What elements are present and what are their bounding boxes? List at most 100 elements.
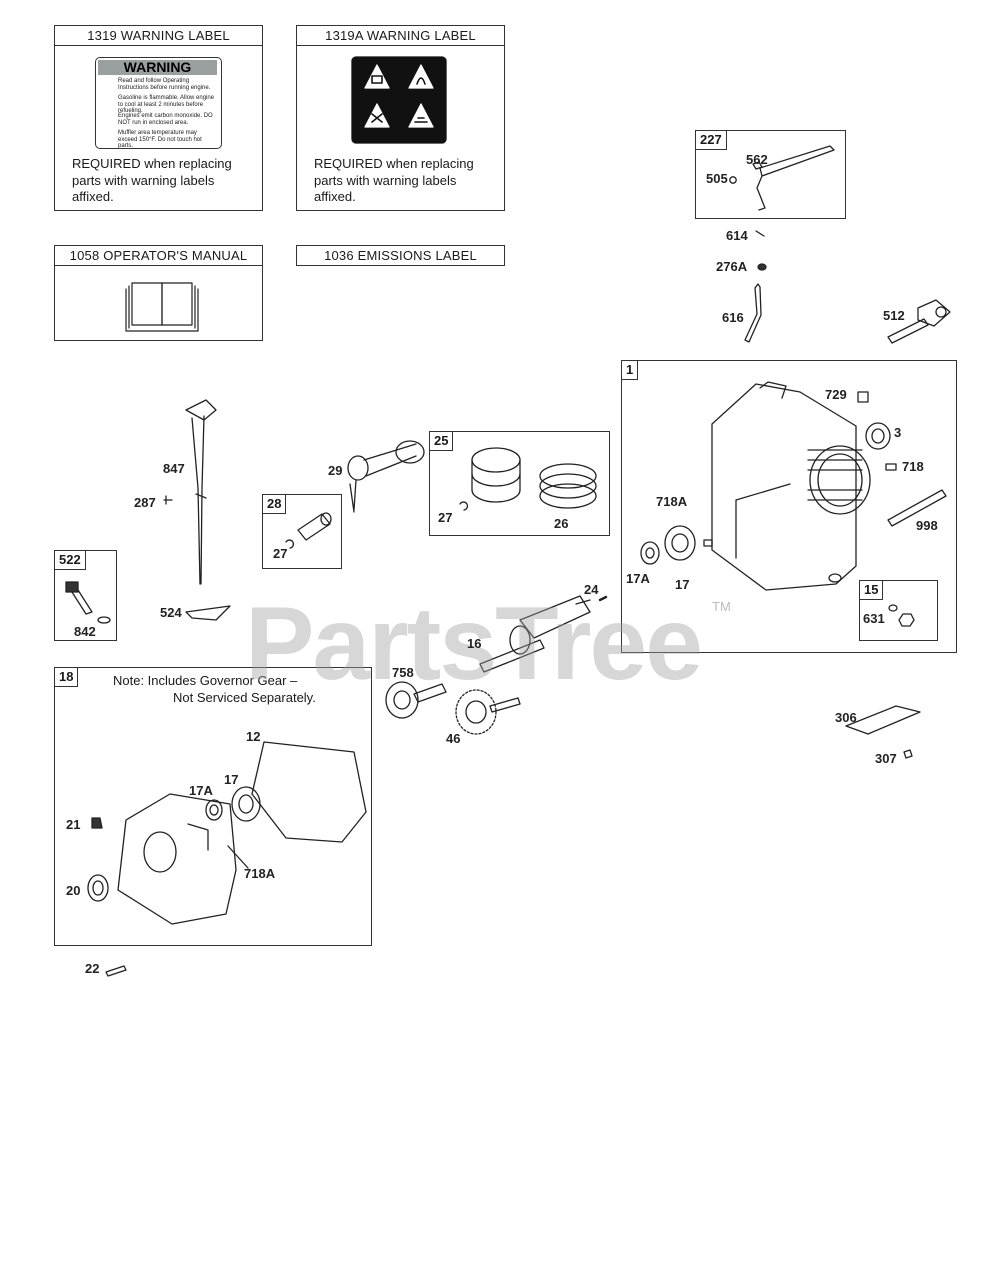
shaft-998-drawing xyxy=(887,489,947,527)
assembly-28-tag: 28 xyxy=(263,495,287,514)
part-718a-block-label: 718A xyxy=(656,494,688,509)
book-icon xyxy=(125,282,199,332)
part-24-label: 24 xyxy=(584,582,599,597)
assembly-522-tag: 522 xyxy=(55,551,86,570)
bolt-631-drawing xyxy=(888,604,915,627)
seal-17a-cover-drawing xyxy=(205,799,223,821)
dowel-718a-drawing xyxy=(703,539,713,547)
warning-line-2: Gasoline is flammable. Allow engine to c… xyxy=(118,95,215,114)
part-729-label: 729 xyxy=(825,387,847,402)
part-614-label: 614 xyxy=(726,228,748,243)
part-718-label: 718 xyxy=(902,459,924,474)
warning-line-1: Read and follow Operating Instructions b… xyxy=(118,78,211,91)
warning-label-1319a-title: 1319A WARNING LABEL xyxy=(297,26,504,46)
nut-276a-drawing xyxy=(757,263,767,271)
assembly-18-box: 18 Note: Includes Governor Gear – Not Se… xyxy=(54,667,372,946)
part-17a-cover-label: 17A xyxy=(189,783,213,798)
plug-21-drawing xyxy=(91,817,103,829)
dowel-718-drawing xyxy=(885,463,897,471)
assembly-1-tag: 1 xyxy=(622,361,639,380)
camshaft-drawing xyxy=(385,681,447,719)
part-17-cover-label: 17 xyxy=(224,772,239,787)
part-562-label: 562 xyxy=(746,152,768,167)
governor-lever-drawing xyxy=(729,145,835,211)
part-287-label: 287 xyxy=(134,495,156,510)
part-20-label: 20 xyxy=(66,883,81,898)
part-998-label: 998 xyxy=(916,518,938,533)
assembly-227-box: 227 xyxy=(695,130,846,219)
part-21-label: 21 xyxy=(66,817,81,832)
assembly-25-box: 25 xyxy=(429,431,610,536)
part-631-label: 631 xyxy=(863,611,885,626)
part-306-label: 306 xyxy=(835,710,857,725)
oring-842-drawing xyxy=(97,616,111,624)
assembly-28-box: 28 xyxy=(262,494,342,569)
assembly-1-box: 1 xyxy=(621,360,957,653)
warning-line-4: Muffler area temperature may exceed 150°… xyxy=(118,130,202,149)
operators-manual-1058-title: 1058 OPERATOR'S MANUAL xyxy=(55,246,262,266)
part-27-pin-label: 27 xyxy=(273,546,288,561)
part-524-label: 524 xyxy=(160,605,182,620)
part-12-label: 12 xyxy=(246,729,261,744)
warning-pictogram-label xyxy=(351,56,447,144)
part-842-label: 842 xyxy=(74,624,96,639)
part-758-label: 758 xyxy=(392,665,414,680)
screw-287-drawing xyxy=(163,495,173,505)
warning-label-1319-title: 1319 WARNING LABEL xyxy=(55,26,262,46)
warning-line-3: Engines emit carbon monoxide. DO NOT run… xyxy=(118,113,213,126)
part-17a-block-label: 17A xyxy=(626,571,650,586)
plug-729-drawing xyxy=(857,391,869,403)
leader-718a-drawing xyxy=(227,845,249,869)
part-29-label: 29 xyxy=(328,463,343,478)
connecting-rod-drawing xyxy=(347,440,425,513)
bracket-524-drawing xyxy=(185,605,231,621)
note-18-line-1: Note: Includes Governor Gear – xyxy=(113,673,298,688)
part-718a-cover-label: 718A xyxy=(244,866,276,881)
cylinder-block-drawing xyxy=(711,381,871,591)
part-505-label: 505 xyxy=(706,171,728,186)
pin-614-drawing xyxy=(755,230,765,237)
emissions-label-1036-title: 1036 EMISSIONS LABEL xyxy=(324,248,477,263)
assembly-522-box: 522 xyxy=(54,550,117,641)
warning-label-1319-required-text: REQUIRED when replacing parts with warni… xyxy=(72,156,232,204)
piston-drawing xyxy=(471,447,521,503)
assembly-227-tag: 227 xyxy=(696,131,727,150)
note-18-line-2: Not Serviced Separately. xyxy=(173,690,316,705)
key-24-drawing xyxy=(598,595,608,602)
operators-manual-1058-box: 1058 OPERATOR'S MANUAL xyxy=(54,245,263,341)
part-847-label: 847 xyxy=(163,461,185,476)
dipstick-drawing xyxy=(185,399,217,585)
assembly-15-box: 15 xyxy=(859,580,938,641)
seal-3-drawing xyxy=(865,422,891,450)
oil-sensor-drawing xyxy=(65,581,93,615)
crankshaft-drawing xyxy=(479,595,591,673)
clip-27b-drawing xyxy=(285,539,295,549)
assembly-18-tag: 18 xyxy=(55,668,79,687)
part-26-label: 26 xyxy=(554,516,569,531)
governor-shaft-512-drawing xyxy=(887,299,951,344)
part-16-label: 16 xyxy=(467,636,482,651)
trademark-mark: TM xyxy=(712,599,731,614)
warning-label-1319-box: 1319 WARNING LABEL WARNING Read and foll… xyxy=(54,25,263,211)
assembly-25-tag: 25 xyxy=(430,432,454,451)
assembly-15-tag: 15 xyxy=(860,581,884,600)
part-512-label: 512 xyxy=(883,308,905,323)
warning-sticker-header: WARNING xyxy=(98,60,217,75)
part-27-piston-label: 27 xyxy=(438,510,453,525)
seal-17a-block-drawing xyxy=(640,541,660,565)
part-17-block-label: 17 xyxy=(675,577,690,592)
part-276a-label: 276A xyxy=(716,259,748,274)
bearing-17-block-drawing xyxy=(664,525,696,561)
emissions-label-1036-box: 1036 EMISSIONS LABEL xyxy=(296,245,505,266)
seal-20-drawing xyxy=(87,874,109,902)
rod-616-drawing xyxy=(744,283,762,343)
screw-307-drawing xyxy=(903,749,913,759)
governor-gear-drawing xyxy=(455,689,521,735)
part-22-label: 22 xyxy=(85,961,100,976)
piston-rings-drawing xyxy=(539,463,597,509)
guard-306-drawing xyxy=(845,705,921,735)
warning-label-1319a-required-text: REQUIRED when replacing parts with warni… xyxy=(314,156,474,204)
part-3-label: 3 xyxy=(894,425,902,440)
bolt-22-drawing xyxy=(105,965,127,977)
